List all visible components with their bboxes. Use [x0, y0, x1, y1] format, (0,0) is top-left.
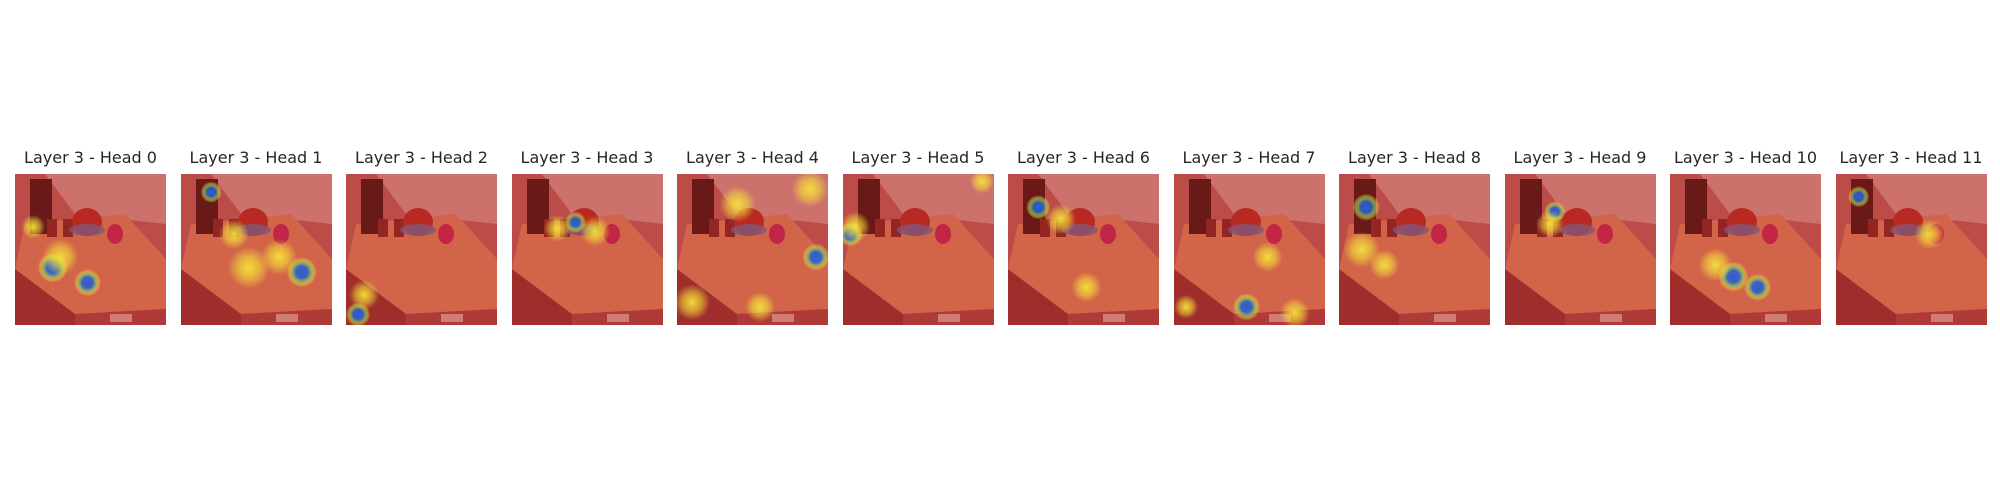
heatmap-panel: Layer 3 - Head 11: [1835, 148, 1987, 325]
attention-heatmap-image: [511, 174, 663, 325]
attention-hotspot: [1071, 272, 1102, 303]
heatmap-panel: Layer 3 - Head 10: [1670, 148, 1821, 325]
attention-heatmap-image: [1835, 174, 1987, 325]
heatmap-panel: Layer 3 - Head 8: [1339, 148, 1490, 325]
attention-hotspot: [1536, 210, 1564, 238]
attention-hotspot: [969, 174, 994, 194]
attention-heatmap-image: [1504, 174, 1656, 325]
attention-hotspot: [1698, 247, 1732, 282]
attention-hotspot: [73, 269, 102, 297]
attention-hotspot: [791, 174, 828, 208]
attention-heatmap-image: [842, 174, 994, 325]
attention-hotspot: [744, 291, 776, 322]
attention-heatmap-image: [180, 174, 332, 325]
panel-title: Layer 3 - Head 7: [1182, 148, 1316, 167]
attention-heatmap-image: [346, 174, 497, 325]
heatmap-panel: Layer 3 - Head 5: [842, 148, 994, 325]
attention-hotspot: [260, 238, 297, 276]
panel-title: Layer 3 - Head 10: [1673, 148, 1818, 167]
heatmap-panel: Layer 3 - Head 2: [346, 148, 497, 325]
attention-hotspot: [1232, 293, 1260, 321]
panel-title: Layer 3 - Head 2: [355, 148, 488, 167]
panel-title: Layer 3 - Head 0: [24, 148, 157, 167]
panel-title: Layer 3 - Head 6: [1017, 148, 1150, 167]
attention-heatmap-image: [1008, 174, 1159, 325]
attention-hotspot: [1279, 297, 1310, 325]
attention-hotspot: [21, 214, 46, 239]
attention-hotspot: [1026, 195, 1051, 220]
heatmap-panel: Layer 3 - Head 6: [1008, 148, 1159, 325]
attention-hotspot: [1045, 204, 1076, 235]
attention-heatmap-image: [677, 174, 828, 325]
attention-hotspot: [1743, 273, 1772, 301]
panel-title: Layer 3 - Head 8: [1348, 148, 1481, 167]
attention-heatmap-image: [1339, 174, 1490, 325]
attention-hotspot: [349, 279, 380, 310]
attention-hotspot: [677, 284, 711, 321]
attention-hotspot: [543, 214, 571, 242]
attention-hotspot: [1252, 241, 1283, 273]
heatmap-panel: Layer 3 - Head 4: [677, 148, 828, 325]
attention-hotspot: [1173, 294, 1198, 319]
attention-hotspot: [802, 243, 828, 271]
attention-hotspot: [200, 181, 222, 203]
attention-heatmap-image: [15, 174, 166, 325]
panel-title: Layer 3 - Head 3: [520, 148, 654, 167]
heatmap-panel: Layer 3 - Head 9: [1504, 148, 1656, 325]
attention-hotspot: [579, 216, 610, 247]
heatmap-panel: Layer 3 - Head 1: [180, 148, 332, 325]
attention-hotspot: [1847, 186, 1869, 208]
heatmap-panel: Layer 3 - Head 7: [1173, 148, 1325, 325]
attention-heatmap-image: [1173, 174, 1325, 325]
panel-title: Layer 3 - Head 9: [1513, 148, 1647, 167]
panel-title: Layer 3 - Head 11: [1839, 148, 1983, 167]
attention-hotspot: [1369, 249, 1400, 280]
attention-hotspot: [719, 186, 756, 223]
attention-hotspot: [227, 246, 270, 289]
heatmap-panel: Layer 3 - Head 3: [511, 148, 663, 325]
panel-title: Layer 3 - Head 5: [851, 148, 985, 167]
heatmap-panel: Layer 3 - Head 0: [15, 148, 166, 325]
attention-hotspot: [218, 219, 249, 250]
attention-hotspot: [42, 238, 79, 276]
panel-title: Layer 3 - Head 1: [189, 148, 323, 167]
attention-hotspot: [842, 211, 870, 242]
attention-hotspot: [1352, 193, 1380, 221]
attention-heatmap-image: [1670, 174, 1821, 325]
panel-title: Layer 3 - Head 4: [686, 148, 819, 167]
attention-hotspot: [1914, 219, 1945, 250]
